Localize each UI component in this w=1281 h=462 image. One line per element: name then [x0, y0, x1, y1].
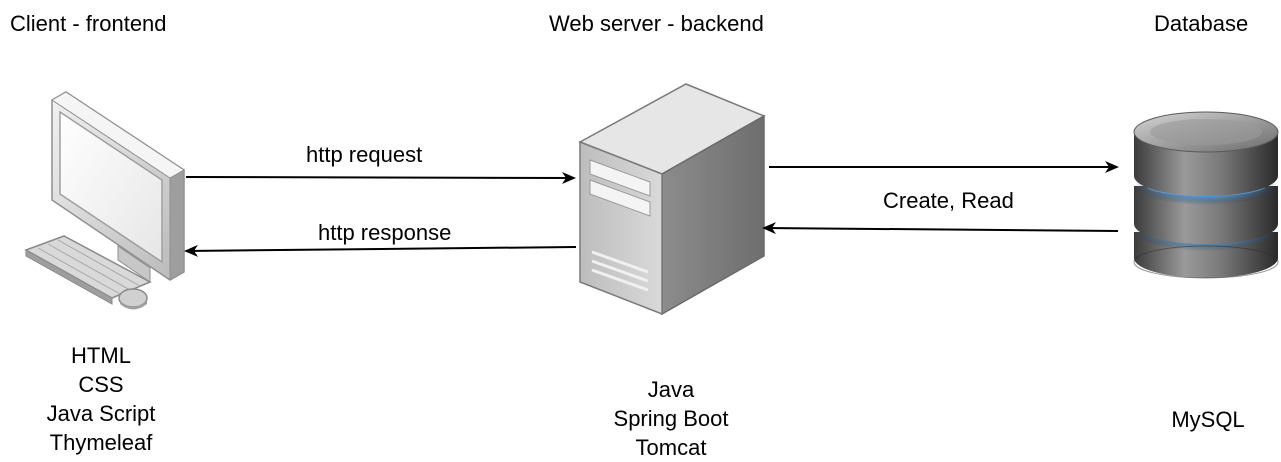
- client-tech-item: Thymeleaf: [49, 430, 153, 455]
- server-title: Web server - backend: [549, 11, 764, 36]
- create-read-label: Create, Read: [883, 188, 1014, 213]
- http-request-label: http request: [306, 142, 423, 167]
- http-response-label: http response: [318, 220, 452, 245]
- database-title: Database: [1154, 11, 1249, 36]
- server-tower-icon: [578, 83, 766, 316]
- client-tech-item: HTML: [71, 343, 131, 368]
- desktop-computer-icon: [24, 91, 185, 310]
- server-tech-list: Java Spring Boot Tomcat: [596, 375, 746, 462]
- database-tech-list: MySQL: [1150, 405, 1266, 434]
- http-request-arrow: [185, 171, 576, 184]
- db-response-arrow: [762, 222, 1119, 235]
- server-tech-item: Java: [647, 377, 695, 402]
- database-cylinder-icon: [1133, 111, 1279, 279]
- http-response-arrow: [184, 244, 577, 257]
- client-title: Client - frontend: [10, 11, 167, 36]
- server-tech-item: Spring Boot: [613, 406, 729, 431]
- client-tech-item: CSS: [78, 372, 124, 397]
- client-tech-item: Java Script: [46, 401, 156, 426]
- client-tech-list: HTML CSS Java Script Thymeleaf: [30, 341, 172, 457]
- server-tech-item: Tomcat: [635, 435, 707, 460]
- database-tech-item: MySQL: [1171, 407, 1245, 432]
